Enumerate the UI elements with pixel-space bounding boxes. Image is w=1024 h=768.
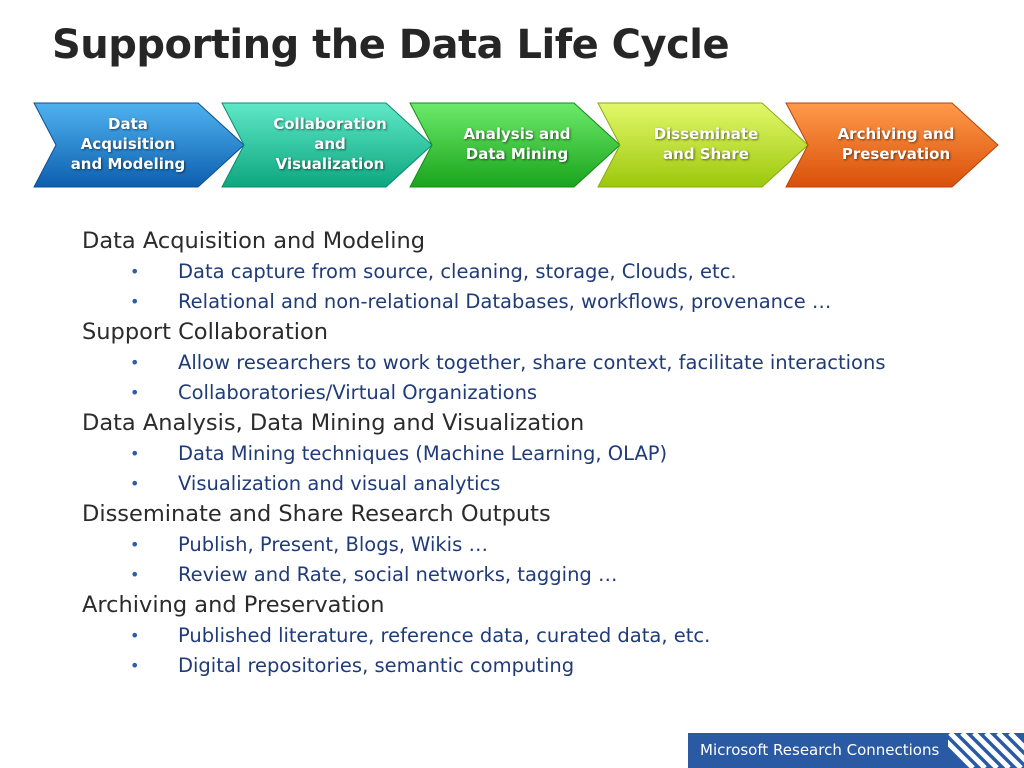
bullet-text: Published literature, reference data, cu… [178,624,711,647]
bullet-item: • Digital repositories, semantic computin… [82,651,1002,681]
section-heading: Data Analysis, Data Mining and Visualiza… [82,410,585,436]
chevron-label-disseminate: Disseminate and Share [653,125,759,163]
footer-brand-bar: Microsoft Research Connections [688,733,1024,768]
bullet-text: Relational and non-relational Databases,… [178,290,832,313]
section-analysis: Data Analysis, Data Mining and Visualiza… [82,408,1002,499]
bullet-text: Review and Rate, social networks, taggin… [178,563,618,586]
chevron-label-collaboration: Collaboration and Visualization [273,115,387,173]
bullet-icon: • [130,444,140,463]
chevron-disseminate [597,102,809,188]
bullet-item: • Collaboratories/Virtual Organizations [82,378,1002,408]
section-archiving: Archiving and Preservation • Published li… [82,590,1002,681]
bullet-text: Data Mining techniques (Machine Learning… [178,442,668,465]
bullet-icon: • [130,474,140,493]
footer-brand-text: Microsoft Research Connections [700,741,940,759]
bullet-item: • Data Mining techniques (Machine Learnin… [82,439,1002,469]
bullet-icon: • [130,383,140,402]
chevron-data-acquisition [33,102,245,188]
bullet-text: Collaboratories/Virtual Organizations [178,381,538,404]
bullet-item: • Review and Rate, social networks, taggi… [82,560,1002,590]
stripes-icon [948,733,1024,768]
content-list: Data Acquisition and Modeling • Data capt… [82,226,1002,681]
bullet-text: Publish, Present, Blogs, Wikis … [178,533,488,556]
chevron-archiving [785,102,999,188]
section-disseminate: Disseminate and Share Research Outputs •… [82,499,1002,590]
bullet-icon: • [130,565,140,584]
bullet-item: • Allow researchers to work together, sha… [82,348,1002,378]
bullet-text: Data capture from source, cleaning, stor… [178,260,737,283]
section-heading: Disseminate and Share Research Outputs [82,501,551,527]
chevron-collaboration [221,102,433,188]
bullet-icon: • [130,262,140,281]
bullet-text: Allow researchers to work together, shar… [178,351,886,374]
section-heading: Data Acquisition and Modeling [82,228,426,254]
bullet-item: • Relational and non-relational Databases… [82,287,1002,317]
bullet-text: Visualization and visual analytics [178,472,501,495]
bullet-item: • Data capture from source, cleaning, sto… [82,257,1002,287]
bullet-item: • Published literature, reference data, c… [82,621,1002,651]
section-acquisition: Data Acquisition and Modeling • Data capt… [82,226,1002,317]
chevron-label-analysis: Analysis and Data Mining [463,125,571,163]
bullet-text: Digital repositories, semantic computing [178,654,575,677]
bullet-icon: • [130,535,140,554]
section-collaboration: Support Collaboration • Allow researchers… [82,317,1002,408]
slide-title: Supporting the Data Life Cycle [52,22,730,68]
bullet-icon: • [130,292,140,311]
bullet-icon: • [130,353,140,372]
chevron-label-data-acquisition: Data Acquisition and Modeling [70,115,186,173]
bullet-icon: • [130,656,140,675]
bullet-item: • Publish, Present, Blogs, Wikis … [82,530,1002,560]
bullet-icon: • [130,626,140,645]
chevron-label-archiving: Archiving and Preservation [837,125,955,163]
section-heading: Support Collaboration [82,319,329,345]
process-chevrons [33,102,999,188]
section-heading: Archiving and Preservation [82,592,385,618]
chevron-analysis [409,102,621,188]
bullet-item: • Visualization and visual analytics [82,469,1002,499]
